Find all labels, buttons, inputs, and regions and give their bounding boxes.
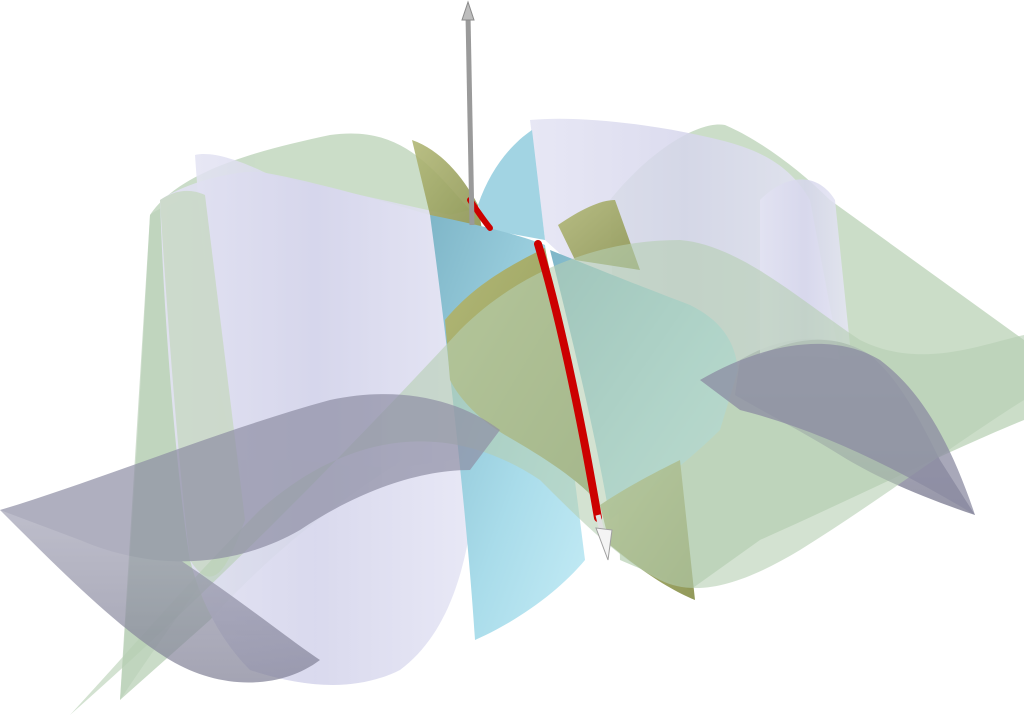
grey-wave-surface [0, 394, 500, 683]
vertical-axis-arrow-icon [461, 0, 475, 226]
grey-right-flap [700, 343, 975, 515]
tangent-arrow-icon [595, 514, 613, 561]
